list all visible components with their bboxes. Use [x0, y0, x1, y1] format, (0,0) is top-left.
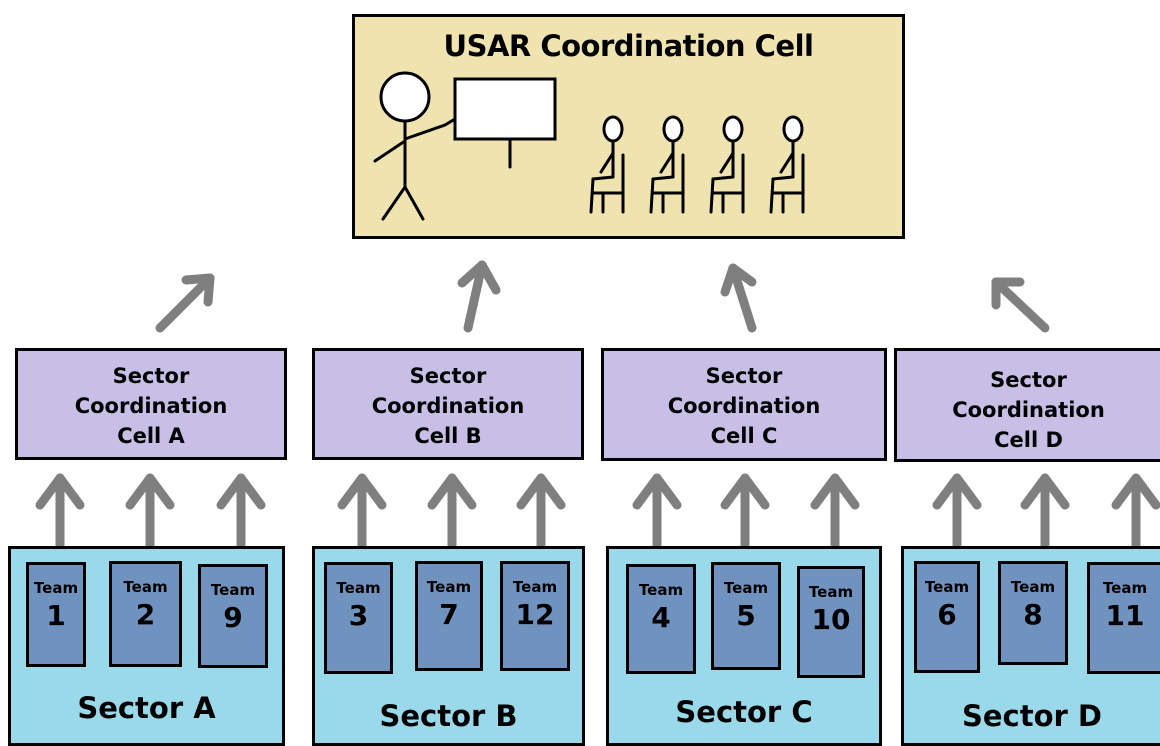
sector-coordination-cell-a: Sector Coordination Cell A [15, 348, 287, 460]
arrow-cell-b-to-top [457, 260, 501, 333]
seated-person-icon [709, 115, 745, 214]
team-number: 9 [223, 601, 243, 634]
cell-label-line1: Sector [112, 364, 190, 388]
cell-label-line1: Sector [705, 364, 783, 388]
cell-label-line2: Coordination [952, 398, 1105, 422]
arrow-sector-c-team-10 [810, 473, 860, 550]
sector-coordination-cell-b: Sector Coordination Cell B [312, 348, 584, 460]
arrow-sector-b-team-3 [337, 473, 387, 550]
cell-label-line1: Sector [990, 368, 1067, 392]
team-number: 8 [1023, 598, 1043, 631]
seated-person-icon [769, 115, 805, 214]
sector-name: Sector C [675, 695, 813, 729]
sector-a-box: Team 1 Team 2 Team 9 Sector A [8, 546, 285, 746]
team-box: Team 10 [797, 566, 865, 678]
team-box: Team 9 [198, 564, 268, 668]
sector-coordination-cell-d: Sector Coordination Cell D [894, 348, 1160, 462]
arrow-sector-d-team-6 [932, 473, 982, 550]
team-label: Team [723, 579, 769, 597]
team-label: Team [33, 579, 79, 597]
team-label: Team [210, 581, 256, 599]
team-number: 12 [515, 598, 555, 631]
team-number: 10 [811, 603, 851, 636]
sector-name: Sector A [77, 691, 216, 725]
team-box: Team 6 [914, 561, 980, 673]
whiteboard-icon [453, 77, 557, 169]
arrow-cell-c-to-top [720, 263, 757, 333]
cell-label-line3: Cell B [414, 424, 482, 448]
arrow-sector-c-team-4 [632, 473, 682, 550]
sector-coordination-cell-c: Sector Coordination Cell C [601, 348, 887, 461]
seated-person-icon [649, 115, 685, 214]
team-box: Team 3 [324, 562, 393, 674]
team-box: Team 5 [711, 562, 781, 670]
seated-person-icon [589, 115, 625, 214]
usar-coordination-cell: USAR Coordination Cell [352, 14, 905, 239]
team-label: Team [426, 578, 472, 596]
team-box: Team 8 [998, 561, 1068, 665]
arrow-cell-a-to-top [155, 273, 215, 333]
team-number: 7 [439, 598, 459, 631]
team-box: Team 11 [1087, 562, 1160, 674]
arrow-sector-c-team-5 [720, 473, 770, 550]
team-box: Team 12 [500, 561, 570, 671]
team-label: Team [512, 578, 558, 596]
sector-name: Sector D [961, 699, 1102, 733]
sector-c-box: Team 4 Team 5 Team 10 Sector C [606, 546, 882, 746]
team-label: Team [1102, 579, 1148, 597]
arrow-sector-d-team-11 [1111, 473, 1160, 550]
cell-label-line2: Coordination [74, 394, 228, 418]
sector-d-box: Team 6 Team 8 Team 11 Sector D [901, 546, 1160, 746]
cell-label-line2: Coordination [371, 394, 525, 418]
presenter-figure-icon [373, 71, 457, 221]
team-label: Team [924, 578, 970, 596]
team-box: Team 1 [26, 562, 86, 667]
team-number: 1 [46, 599, 66, 632]
arrow-sector-a-team-2 [125, 473, 175, 550]
team-label: Team [1010, 578, 1056, 596]
cell-label-line2: Coordination [667, 394, 821, 418]
briefing-illustration [373, 71, 805, 221]
team-label: Team [123, 578, 168, 596]
team-number: 4 [651, 601, 671, 634]
arrow-sector-b-team-12 [516, 473, 566, 550]
sector-b-box: Team 3 Team 7 Team 12 Sector B [312, 546, 585, 746]
sector-name: Sector B [379, 699, 518, 733]
team-number: 2 [135, 598, 156, 631]
arrow-sector-d-team-8 [1020, 473, 1070, 550]
team-number: 6 [937, 598, 957, 631]
team-label: Team [808, 583, 854, 601]
cell-label-line3: Cell D [994, 428, 1063, 452]
team-number: 3 [348, 599, 369, 632]
arrow-cell-d-to-top [991, 277, 1050, 333]
arrow-sector-a-team-1 [35, 473, 85, 550]
cell-label-line3: Cell A [117, 424, 185, 448]
team-box: Team 2 [109, 561, 182, 667]
usar-coordination-cell-title: USAR Coordination Cell [443, 29, 814, 63]
cell-label-line3: Cell C [710, 424, 778, 448]
team-label: Team [638, 581, 684, 599]
team-number: 11 [1105, 599, 1145, 632]
team-number: 5 [736, 599, 756, 632]
arrow-sector-a-team-9 [216, 473, 266, 550]
team-box: Team 7 [415, 561, 483, 671]
team-box: Team 4 [626, 564, 696, 674]
team-label: Team [336, 579, 381, 597]
cell-label-line1: Sector [409, 364, 487, 388]
arrow-sector-b-team-7 [427, 473, 477, 550]
